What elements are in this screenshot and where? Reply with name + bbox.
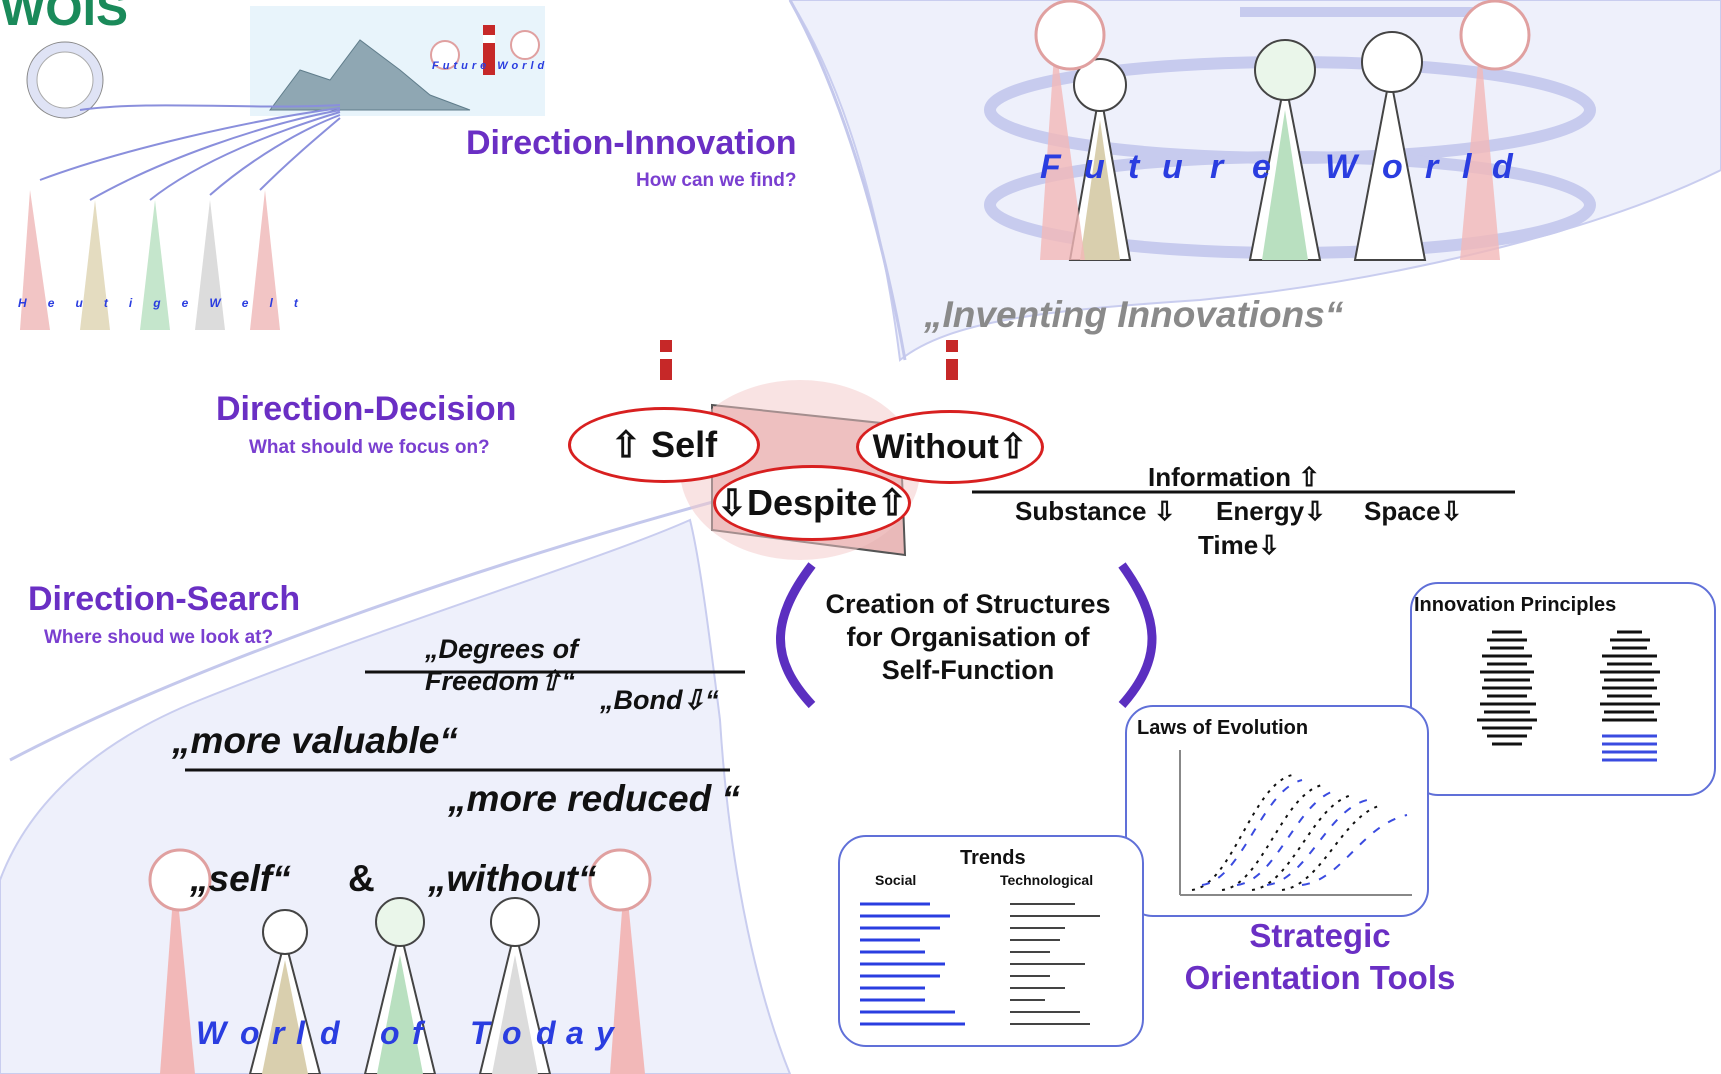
despite-oval: ⇩Despite⇧ <box>713 465 911 541</box>
inventing-innovations: „Inventing Innovations“ <box>924 294 1344 335</box>
world-of-today-letter: a <box>566 1015 584 1051</box>
future-world-letter: r <box>1210 148 1224 186</box>
degrees-of-freedom-line1: „Degrees of <box>425 634 579 664</box>
trends-technological-header: Technological <box>1000 872 1094 888</box>
future-world-letter: o <box>1382 148 1403 186</box>
thumbnail-graphic <box>20 6 545 330</box>
thumb-letter: l <box>269 296 273 310</box>
thumb-letter: g <box>153 296 161 310</box>
thumb-letter: e <box>181 296 189 310</box>
laws-of-evolution-title: Laws of Evolution <box>1137 717 1309 739</box>
world-of-today-label: W o r l d o f T o d a y <box>196 1015 626 1055</box>
direction-innovation-question: How can we find? <box>636 170 797 191</box>
energy-label: Energy⇩ <box>1216 496 1326 526</box>
world-of-today-letter: o <box>380 1015 400 1051</box>
world-of-today-cones <box>148 848 652 1074</box>
strategic-line: Strategic <box>1249 917 1391 954</box>
evolution-chart <box>1179 750 1412 896</box>
thumb-letter: i <box>128 296 133 310</box>
trends-social-header: Social <box>875 872 917 888</box>
world-of-today-letter: o <box>240 1015 260 1051</box>
direction-search-question: Where shoud we look at? <box>44 627 274 648</box>
direction-search-title: Direction-Search <box>28 580 301 618</box>
future-world-letter: u <box>1162 148 1183 186</box>
world-of-today-letter: d <box>536 1015 556 1051</box>
world-of-today-letter: y <box>596 1015 614 1051</box>
laws-of-evolution-panel: Laws of Evolution <box>1125 705 1429 917</box>
trends-title: Trends <box>960 847 1026 869</box>
direction-decision-title: Direction-Decision <box>216 390 517 428</box>
ampersand: & <box>348 858 375 899</box>
thumbnail-heutige-welt: H e u t i g e W e l t <box>18 296 298 310</box>
thumbnail-future-world: Future World <box>432 60 549 72</box>
creation-line: Self-Function <box>881 655 1055 685</box>
future-world-letter: u <box>1084 148 1105 186</box>
more-reduced: „more reduced “ <box>448 778 740 819</box>
trends-list <box>860 902 1100 1026</box>
thumb-letter: t <box>293 296 298 310</box>
degrees-of-freedom-line2: Freedom⇧“ <box>425 666 576 696</box>
innovation-principles-title: Innovation Principles <box>1414 594 1617 616</box>
future-world-letter: d <box>1492 148 1513 186</box>
thumb-letter: t <box>103 296 108 310</box>
substance-label: Substance ⇩ <box>1015 496 1176 526</box>
future-world-letter: W <box>1325 148 1358 186</box>
world-of-today-letter: d <box>320 1015 340 1051</box>
future-world-label: F u t u r e W o r l d <box>1040 148 1520 188</box>
world-of-today-letter: W <box>196 1015 227 1051</box>
thumb-letter: u <box>75 296 83 310</box>
world-of-today-panel <box>0 518 792 1074</box>
world-of-today-letter: f <box>412 1015 423 1051</box>
direction-innovation-title: Direction-Innovation <box>466 124 797 162</box>
future-world-letter: r <box>1425 148 1439 186</box>
time-label: Time⇩ <box>1198 530 1280 560</box>
space-label: Space⇩ <box>1364 496 1463 526</box>
thumb-letter: H <box>18 296 27 310</box>
strategic-orientation-tools: Strategic Orientation Tools <box>1170 915 1470 999</box>
creation-text: Creation of Structures for Organisation … <box>818 588 1118 687</box>
self-quote: „self“ <box>190 858 291 899</box>
direction-decision-question: What should we focus on? <box>249 437 490 458</box>
without-quote: „without“ <box>428 858 597 899</box>
thumb-letter: e <box>47 296 55 310</box>
principles-lines <box>1477 630 1660 762</box>
world-of-today-letter: r <box>272 1015 285 1051</box>
world-of-today-letter: o <box>502 1015 522 1051</box>
future-world-letter: e <box>1252 148 1271 186</box>
future-world-letter: l <box>1462 148 1472 186</box>
creation-line: Creation of Structures <box>825 589 1111 619</box>
thumb-letter: e <box>241 296 249 310</box>
creation-line: for Organisation of <box>846 622 1090 652</box>
without-oval: Without⇧ <box>856 410 1044 484</box>
trends-panel: Trends Social Technological <box>838 835 1144 1047</box>
world-of-today-letter: T <box>470 1015 490 1051</box>
future-world-letter: F <box>1040 148 1061 186</box>
innovation-principles-panel: Innovation Principles <box>1410 582 1716 796</box>
logo: WOIS <box>0 0 128 36</box>
self-oval: ⇧ Self <box>568 407 760 483</box>
strategic-line: Orientation Tools <box>1184 959 1456 996</box>
bond-label: „Bond⇩“ <box>600 685 719 715</box>
future-world-cones <box>1034 0 1531 261</box>
thumb-letter: W <box>209 296 221 310</box>
information-label: Information ⇧ <box>1148 462 1320 492</box>
world-of-today-letter: l <box>296 1015 305 1051</box>
future-world-letter: t <box>1128 148 1140 186</box>
more-valuable: „more valuable“ <box>172 720 458 761</box>
